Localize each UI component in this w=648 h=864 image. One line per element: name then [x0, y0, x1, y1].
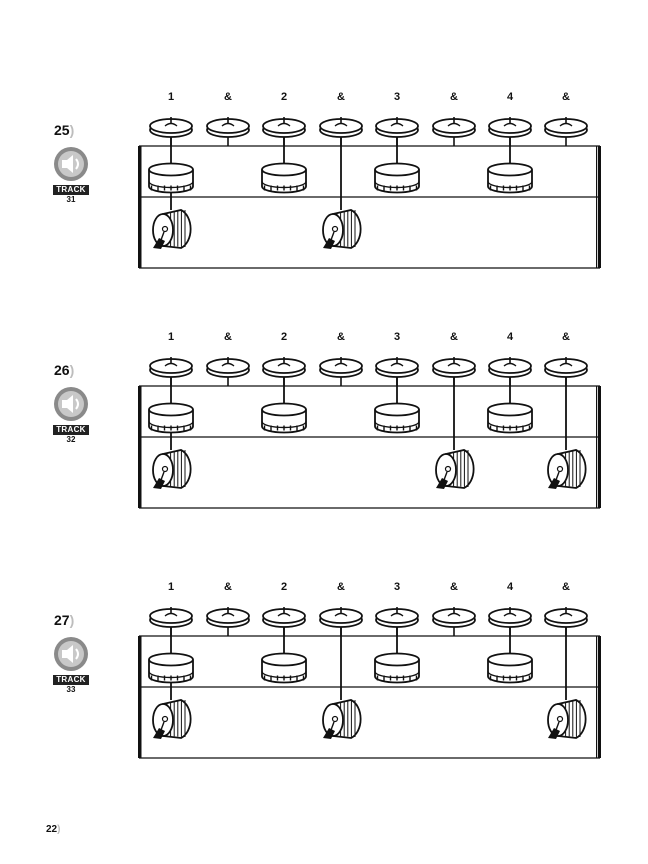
beat-count: &: [224, 331, 232, 343]
bass-drum-icon: [152, 699, 192, 739]
snare-drum-icon: [374, 162, 420, 194]
hihat-cymbal-icon: [488, 607, 532, 636]
snare-drum-icon: [261, 652, 307, 684]
grid-left-bar: [138, 636, 142, 758]
hihat-cymbal-icon: [206, 607, 250, 636]
speaker-icon[interactable]: [53, 636, 89, 672]
hihat-cymbal-icon: [375, 357, 419, 386]
hihat-cymbal-icon: [319, 117, 363, 146]
hihat-cymbal-icon: [206, 357, 250, 386]
exercise-25: 25) TRACK 31 1 & 2 & 3 & 4 &: [0, 88, 648, 288]
beat-count: &: [450, 581, 458, 593]
beat-count: 3: [394, 91, 400, 103]
exercise-number: 27): [54, 612, 75, 628]
page-number: 22): [46, 824, 61, 835]
beat-count: &: [562, 581, 570, 593]
grid-right-thick-bar: [598, 386, 601, 508]
beat-count: 3: [394, 331, 400, 343]
snare-drum-icon: [148, 652, 194, 684]
drum-grid: 1 & 2 & 3 & 4 &: [138, 331, 601, 509]
hihat-cymbal-icon: [544, 607, 588, 636]
exercise-27: 27) TRACK 33 1 & 2 & 3 & 4 &: [0, 578, 648, 778]
hihat-cymbal-icon: [488, 117, 532, 146]
beat-count: &: [224, 91, 232, 103]
hihat-cymbal-icon: [544, 357, 588, 386]
beat-count: &: [337, 581, 345, 593]
grid-left-bar: [138, 146, 142, 268]
hihat-cymbal-icon: [319, 607, 363, 636]
grid-right-thick-bar: [598, 146, 601, 268]
bass-drum-icon: [547, 449, 587, 489]
snare-drum-icon: [261, 402, 307, 434]
hihat-cymbal-icon: [319, 357, 363, 386]
drum-grid: 1 & 2 & 3 & 4 &: [138, 91, 601, 269]
bass-drum-icon: [322, 209, 362, 249]
bass-drum-icon: [547, 699, 587, 739]
bass-drum-icon: [152, 449, 192, 489]
grid-right-thin-bar: [596, 146, 598, 268]
snare-drum-icon: [148, 402, 194, 434]
snare-drum-icon: [487, 162, 533, 194]
hihat-cymbal-icon: [262, 607, 306, 636]
snare-drum-icon: [374, 402, 420, 434]
beat-count: 4: [507, 331, 514, 343]
hihat-cymbal-icon: [544, 117, 588, 146]
beat-count: &: [450, 91, 458, 103]
beat-count: 4: [507, 581, 514, 593]
bass-drum-icon: [152, 209, 192, 249]
hihat-cymbal-icon: [149, 117, 193, 146]
beat-count: 3: [394, 581, 400, 593]
snare-drum-icon: [374, 652, 420, 684]
hihat-cymbal-icon: [149, 607, 193, 636]
beat-count: 1: [168, 91, 174, 103]
beat-count: 2: [281, 91, 287, 103]
track-badge: TRACK 31: [53, 185, 89, 205]
snare-drum-icon: [487, 652, 533, 684]
beat-count: &: [562, 91, 570, 103]
grid-right-thin-bar: [596, 386, 598, 508]
snare-drum-icon: [148, 162, 194, 194]
beat-count: 2: [281, 581, 287, 593]
beat-count: 2: [281, 331, 287, 343]
hihat-cymbal-icon: [262, 117, 306, 146]
hihat-cymbal-icon: [432, 117, 476, 146]
grid-right-thin-bar: [596, 636, 598, 758]
drum-grid: 1 & 2 & 3 & 4 &: [138, 581, 601, 759]
speaker-icon[interactable]: [53, 146, 89, 182]
exercise-number: 25): [54, 122, 75, 138]
beat-count: &: [562, 331, 570, 343]
track-badge: TRACK 32: [53, 425, 89, 445]
beat-count: &: [337, 331, 345, 343]
grid-right-thick-bar: [598, 636, 601, 758]
grid-left-bar: [138, 386, 142, 508]
track-badge: TRACK 33: [53, 675, 89, 695]
bass-drum-icon: [322, 699, 362, 739]
hihat-cymbal-icon: [432, 607, 476, 636]
hihat-cymbal-icon: [488, 357, 532, 386]
beat-count: 4: [507, 91, 514, 103]
bass-drum-icon: [435, 449, 475, 489]
exercise-number: 26): [54, 362, 75, 378]
hihat-cymbal-icon: [262, 357, 306, 386]
snare-drum-icon: [487, 402, 533, 434]
hihat-cymbal-icon: [432, 357, 476, 386]
beat-count: &: [224, 581, 232, 593]
snare-drum-icon: [261, 162, 307, 194]
beat-count: 1: [168, 331, 174, 343]
hihat-cymbal-icon: [206, 117, 250, 146]
speaker-icon[interactable]: [53, 386, 89, 422]
hihat-cymbal-icon: [149, 357, 193, 386]
exercise-26: 26) TRACK 32 1 & 2 & 3 & 4 &: [0, 328, 648, 528]
beat-count: 1: [168, 581, 174, 593]
hihat-cymbal-icon: [375, 607, 419, 636]
hihat-cymbal-icon: [375, 117, 419, 146]
beat-count: &: [450, 331, 458, 343]
beat-count: &: [337, 91, 345, 103]
